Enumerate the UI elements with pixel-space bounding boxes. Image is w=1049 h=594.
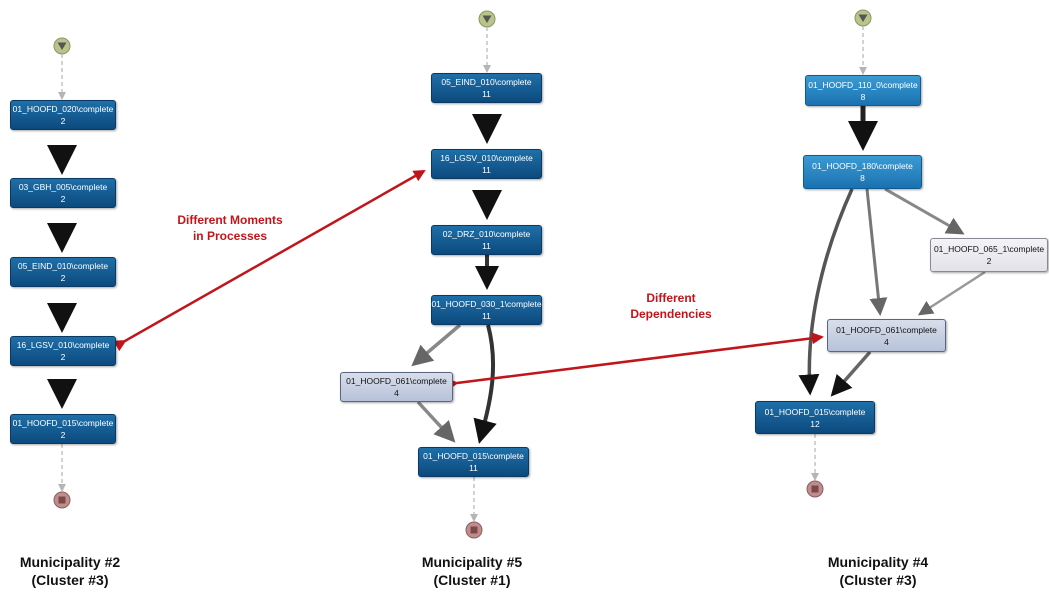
activity-node[interactable]: 16_LGSV_010\complete 2	[10, 336, 116, 366]
activity-label: 01_HOOFD_061\complete	[836, 324, 937, 335]
activity-node[interactable]: 16_LGSV_010\complete 11	[431, 149, 542, 179]
edge-d3-2	[884, 187, 965, 235]
activity-count: 8	[860, 173, 865, 183]
activity-count: 2	[60, 194, 66, 204]
edge-d2-4	[411, 323, 462, 367]
annotation-arrow-dependencies	[446, 332, 824, 391]
activity-count: 2	[60, 273, 66, 283]
annotation-moments: Different Moments in Processes	[150, 212, 310, 244]
caption-municipality-4: Municipality #4 (Cluster #3)	[808, 553, 948, 589]
activity-count: 11	[469, 463, 478, 473]
activity-node[interactable]: 01_HOOFD_015\complete 11	[418, 447, 529, 477]
activity-node[interactable]: 01_HOOFD_015\complete 2	[10, 414, 116, 444]
activity-node[interactable]: 01_HOOFD_180\complete 8	[803, 155, 922, 189]
annotation-moments-line1: Different Moments	[177, 213, 283, 227]
annotation-moments-line2: in Processes	[192, 229, 268, 243]
caption-title: Municipality #4	[827, 554, 929, 570]
start-marker-d2	[478, 10, 496, 28]
edge-d3-6	[830, 350, 872, 397]
start-marker-d3	[854, 9, 872, 27]
activity-count: 11	[482, 89, 491, 99]
activity-node[interactable]: 01_HOOFD_015\complete 12	[755, 401, 875, 434]
end-marker-d3	[806, 480, 824, 498]
activity-label: 05_EIND_010\complete	[441, 77, 532, 87]
activity-count: 8	[860, 91, 866, 102]
edge-d3-4	[798, 188, 854, 396]
activity-node[interactable]: 01_HOOFD_030_1\complete 11	[431, 295, 542, 325]
activity-count: 2	[60, 352, 66, 362]
activity-label: 01_HOOFD_110_0\complete	[808, 79, 918, 90]
activity-label: 05_EIND_010\complete	[17, 261, 109, 271]
caption-municipality-5: Municipality #5 (Cluster #1)	[402, 553, 542, 589]
activity-count: 2	[986, 256, 992, 266]
edge-d3-3	[865, 188, 888, 316]
activity-node[interactable]: 01_HOOFD_110_0\complete 8	[805, 75, 921, 106]
caption-title: Municipality #5	[421, 554, 523, 570]
activity-node[interactable]: 05_EIND_010\complete 11	[431, 73, 542, 103]
activity-label: 16_LGSV_010\complete	[16, 340, 110, 350]
activity-count: 12	[810, 418, 820, 429]
activity-node[interactable]: 01_HOOFD_061\complete 4	[827, 319, 946, 352]
activity-node[interactable]: 02_DRZ_010\complete 11	[431, 225, 542, 255]
caption-cluster: (Cluster #1)	[433, 572, 511, 588]
activity-label: 01_HOOFD_015\complete	[12, 418, 114, 428]
activity-count: 11	[482, 165, 491, 175]
activity-node[interactable]: 03_GBH_005\complete 2	[10, 178, 116, 208]
activity-count: 2	[60, 430, 66, 440]
activity-label: 02_DRZ_010\complete	[442, 229, 531, 239]
activity-count: 11	[482, 241, 491, 251]
end-marker-d2	[465, 521, 483, 539]
activity-count: 2	[60, 116, 66, 126]
caption-cluster: (Cluster #3)	[839, 572, 917, 588]
edge-d2-5	[473, 324, 497, 444]
activity-label: 01_HOOFD_180\complete	[812, 161, 913, 171]
annotation-dependencies-line1: Different	[646, 291, 696, 305]
activity-node[interactable]: 01_HOOFD_020\complete 2	[10, 100, 116, 130]
activity-count: 4	[394, 388, 399, 398]
annotation-arrow-moments	[113, 169, 426, 352]
edge-d2-6	[416, 400, 456, 443]
activity-label: 01_HOOFD_020\complete	[12, 104, 114, 114]
activity-count: 11	[482, 311, 491, 321]
activity-label: 16_LGSV_010\complete	[440, 153, 533, 163]
activity-label: 03_GBH_005\complete	[18, 182, 108, 192]
activity-node[interactable]: 05_EIND_010\complete 2	[10, 257, 116, 287]
activity-label: 01_HOOFD_061\complete	[346, 376, 447, 386]
activity-node[interactable]: 01_HOOFD_065_1\complete 2	[930, 238, 1048, 272]
annotation-dependencies-line2: Dependencies	[630, 307, 712, 321]
annotation-dependencies: Different Dependencies	[606, 290, 736, 322]
caption-title: Municipality #2	[19, 554, 121, 570]
activity-label: 01_HOOFD_015\complete	[764, 406, 866, 417]
activity-label: 01_HOOFD_015\complete	[423, 451, 524, 461]
caption-municipality-2: Municipality #2 (Cluster #3)	[0, 553, 140, 589]
activity-label: 01_HOOFD_030_1\complete	[431, 299, 542, 309]
activity-label: 01_HOOFD_065_1\complete	[933, 244, 1045, 254]
caption-cluster: (Cluster #3)	[31, 572, 109, 588]
start-marker-d1	[53, 37, 71, 55]
activity-count: 4	[884, 336, 889, 347]
edge-d3-5	[917, 270, 986, 316]
activity-node[interactable]: 01_HOOFD_061\complete 4	[340, 372, 453, 402]
end-marker-d1	[53, 491, 71, 509]
